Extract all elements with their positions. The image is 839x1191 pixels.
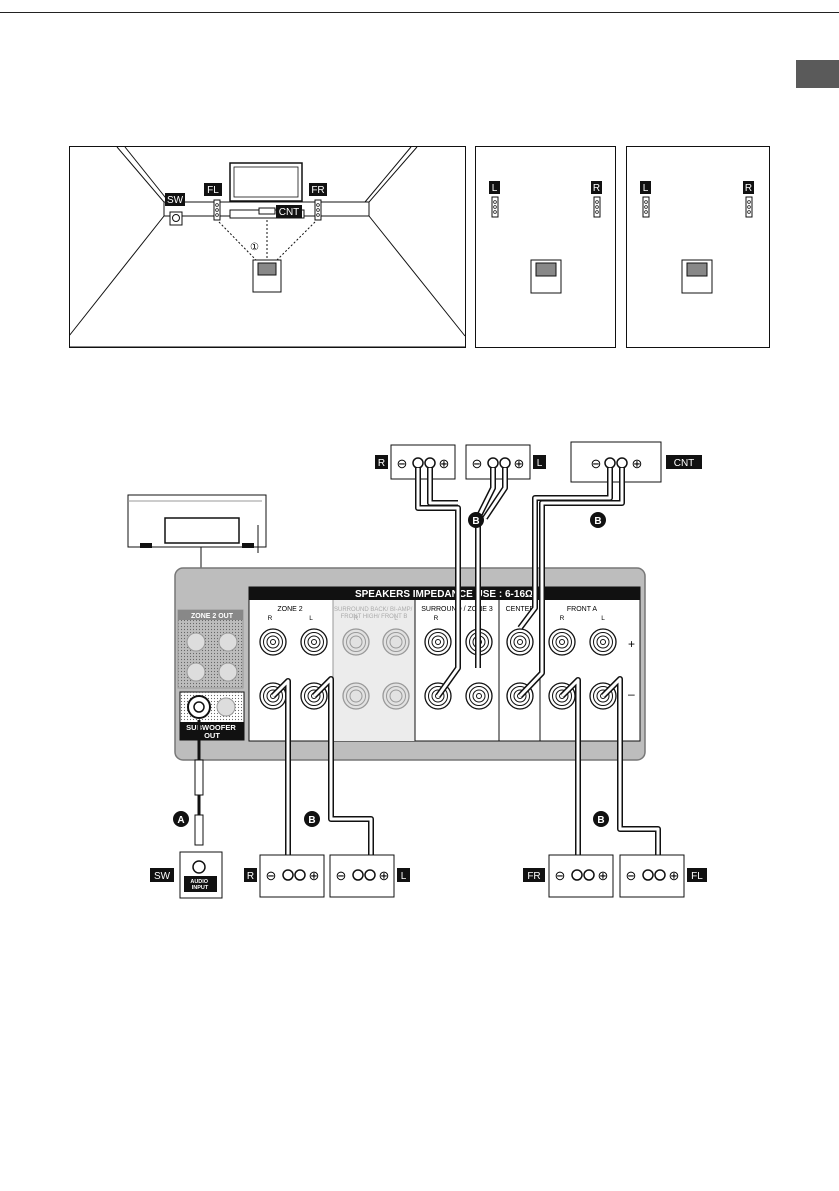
bottom-speaker-fr: FR ⊖ ⊕ [523,854,614,898]
svg-text:R: R [745,183,752,194]
cable-marker-a: A [173,811,189,827]
svg-text:FL: FL [691,871,703,882]
receiver-rear-thumbnail [127,494,267,568]
svg-text:R: R [247,871,254,882]
polarity-minus: – [628,687,635,701]
top-speaker-cnt: ⊖ ⊕ CNT [570,441,702,483]
svg-text:⊖: ⊖ [266,868,277,883]
svg-text:CNT: CNT [674,458,695,469]
svg-text:SW: SW [167,195,184,206]
bottom-speaker-r: R ⊖ ⊕ [244,854,325,898]
svg-text:B: B [594,516,601,527]
svg-text:⊕: ⊕ [598,868,609,883]
fr-speaker-icon [314,199,322,221]
svg-text:L: L [401,871,407,882]
speaker-cables [270,468,661,874]
svg-text:L: L [643,183,649,194]
svg-text:R: R [268,615,273,622]
svg-text:L: L [537,458,543,469]
svg-text:CNT: CNT [279,207,300,218]
svg-text:R: R [560,615,565,622]
svg-text:R: R [378,458,385,469]
svg-text:R: R [434,615,439,622]
svg-text:B: B [308,815,315,826]
svg-text:⊕: ⊕ [514,456,525,471]
svg-text:L: L [309,615,313,622]
svg-text:⊕: ⊕ [439,456,450,471]
svg-text:R: R [354,615,359,622]
svg-text:⊖: ⊖ [591,456,602,471]
left-speaker-icon [642,196,650,218]
svg-text:A: A [177,815,184,826]
listener-chair-icon [252,259,282,293]
fl-speaker-icon [213,199,221,221]
cable-marker-b-top-left: B [468,512,484,528]
badge-l: L [489,181,500,194]
svg-text:FR: FR [527,871,540,882]
listener-chair-icon [681,259,713,294]
receiver-rear-panel: ZONE 2 OUT SUBWOOFER OUT SPEAKERS IMPEDA… [174,567,646,761]
right-speaker-icon [593,196,601,218]
subwoofer-cable [194,720,204,846]
svg-text:B: B [597,815,604,826]
cable-marker-b-bottom-right: B [593,811,609,827]
right-speaker-icon [745,196,753,218]
left-speaker-icon [491,196,499,218]
svg-text:⊕: ⊕ [669,868,680,883]
svg-text:⊖: ⊖ [397,456,408,471]
badge-fl: FL [204,183,222,196]
badge-r: R [591,181,602,194]
svg-text:SW: SW [154,871,171,882]
top-speaker-r: ⊖ ⊕ R [375,444,456,480]
bottom-speaker-l: ⊖ ⊕ L [329,854,410,898]
zone2-out-label: ZONE 2 OUT [191,613,234,620]
svg-text:AUDIO INPUT: AUDIO INPUT [190,879,209,891]
svg-text:⊖: ⊖ [472,456,483,471]
room-layout-diagram: ① SW FL FR CNT [69,146,466,348]
page-top-rule [0,12,839,13]
svg-text:⊖: ⊖ [555,868,566,883]
badge-cnt: CNT [276,205,302,218]
stereo-layout-b-diagram: L R [626,146,770,348]
zone2-label: ZONE 2 [277,606,302,613]
subwoofer-icon [169,211,183,226]
cable-marker-b-bottom-left: B [304,811,320,827]
svg-text:⊖: ⊖ [336,868,347,883]
svg-text:⊕: ⊕ [379,868,390,883]
polarity-plus: + [628,637,635,651]
svg-text:⊕: ⊕ [632,456,643,471]
svg-text:L: L [394,615,398,622]
svg-text:L: L [601,615,605,622]
cable-marker-b-top-right: B [590,512,606,528]
svg-text:⊖: ⊖ [626,868,637,883]
surround-back-label: SURROUND BACK/ BI-AMP/ FRONT HIGH/ FRONT… [334,607,414,620]
distance-marker: ① [250,242,259,253]
svg-text:⊕: ⊕ [309,868,320,883]
svg-text:FR: FR [311,185,324,196]
badge-sw: SW [165,193,185,206]
svg-text:R: R [593,183,600,194]
stereo-layout-a-diagram: L R [475,146,616,348]
center-label: CENTER [506,606,535,613]
svg-text:L: L [492,183,498,194]
badge-fr: FR [309,183,327,196]
front-a-label: FRONT A [567,606,598,613]
bottom-subwoofer: SW AUDIO INPUT [150,851,223,899]
bottom-speaker-fl: ⊖ ⊕ FL [619,854,707,898]
speakers-header: SPEAKERS IMPEDANCE USE : 6-16Ω [355,589,533,600]
listener-chair-icon [530,259,562,294]
svg-text:B: B [472,516,479,527]
badge-r: R [743,181,754,194]
badge-l: L [640,181,651,194]
subwoofer-out-label: SUBWOOFER OUT [186,723,238,740]
section-tab [796,60,839,88]
wiring-diagram: ZONE 2 OUT SUBWOOFER OUT SPEAKERS IMPEDA… [127,441,707,899]
svg-text:FL: FL [207,185,219,196]
top-speaker-l: ⊖ ⊕ L [465,444,546,480]
